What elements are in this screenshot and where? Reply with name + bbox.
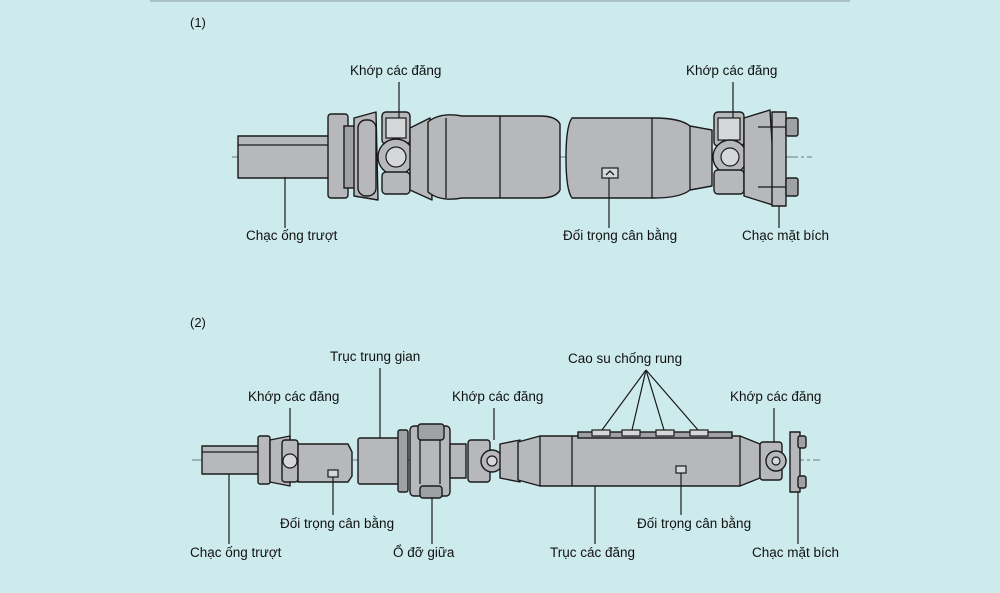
center-bearing xyxy=(409,423,467,499)
figure-1: (1) xyxy=(190,15,829,243)
universal-joint-2-b xyxy=(467,439,521,483)
label-damper-rubber: Cao su chống rung xyxy=(568,351,682,366)
propeller-shaft-2 xyxy=(517,429,761,487)
shaft-tube-1-left xyxy=(427,114,561,200)
label-joint-right-1: Khớp các đăng xyxy=(686,63,777,78)
balance-weight-2-b xyxy=(675,465,687,474)
universal-joint-1-left xyxy=(357,111,433,201)
label-slip-yoke-2: Chạc ống trượt xyxy=(190,545,282,560)
slip-yoke-2 xyxy=(201,435,291,487)
label-joint-left-1: Khớp các đăng xyxy=(350,63,441,78)
label-balance-weight-2-a: Đối trọng cân bằng xyxy=(280,516,394,531)
figure-2-number: (2) xyxy=(190,315,206,330)
shaft-tube-1-right xyxy=(565,117,713,199)
label-joint-2-c: Khớp các đăng xyxy=(730,389,821,404)
universal-joint-2-c xyxy=(759,441,787,481)
slip-yoke-1 xyxy=(237,111,379,201)
label-balance-weight-2-b: Đối trọng cân bằng xyxy=(637,516,751,531)
label-joint-2-b: Khớp các đăng xyxy=(452,389,543,404)
label-flange-yoke-1: Chạc mặt bích xyxy=(742,228,829,243)
label-flange-yoke-2: Chạc mặt bích xyxy=(752,545,839,560)
label-balance-weight-1: Đối trọng cân bằng xyxy=(563,228,677,243)
label-center-bearing: Ổ đỡ giữa xyxy=(393,545,455,560)
flange-yoke-2 xyxy=(789,431,807,493)
figure-2: (2) xyxy=(190,315,839,560)
label-propeller-shaft: Trục các đăng xyxy=(550,545,635,560)
damper-rubber-strip xyxy=(577,431,733,439)
universal-joint-2-a xyxy=(281,439,353,483)
universal-joint-1-right xyxy=(712,109,777,207)
label-slip-yoke-1: Chạc ống trượt xyxy=(246,228,338,243)
label-intermediate-shaft: Trục trung gian xyxy=(330,349,420,364)
balance-weight-1 xyxy=(601,167,619,179)
figure-1-number: (1) xyxy=(190,15,206,30)
intermediate-shaft xyxy=(357,429,409,493)
balance-weight-2-a xyxy=(327,469,339,478)
label-joint-2-a: Khớp các đăng xyxy=(248,389,339,404)
flange-yoke-1 xyxy=(758,111,799,207)
